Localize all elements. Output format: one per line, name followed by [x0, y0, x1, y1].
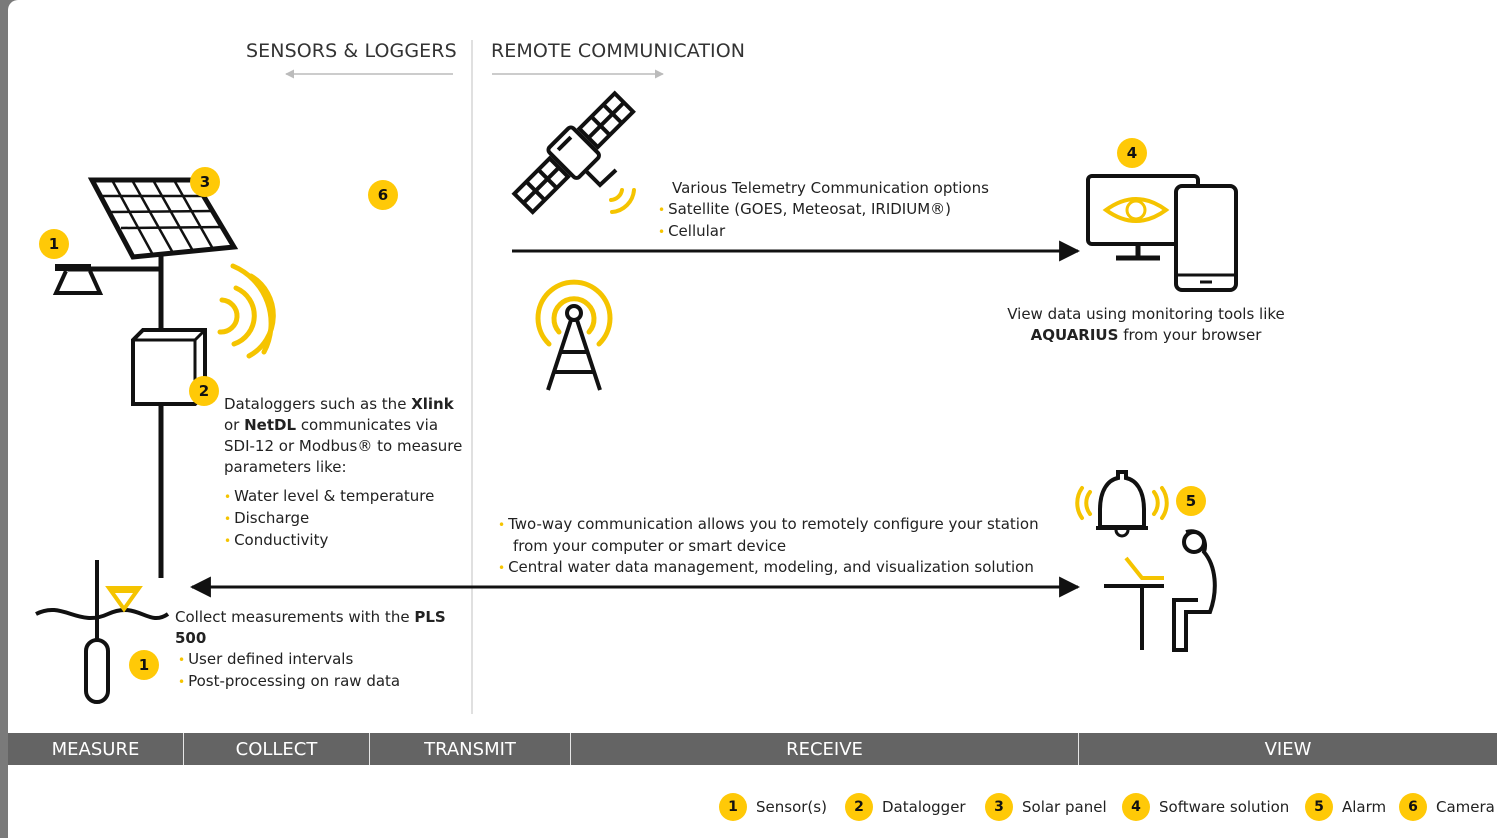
- stage-collect: COLLECT: [184, 733, 370, 765]
- badge-solar-panel: 3: [190, 167, 220, 197]
- solar-panel-icon: [87, 177, 239, 270]
- satellite-signal-icon: [609, 188, 636, 214]
- view-description: View data using monitoring tools like AQ…: [1007, 305, 1285, 344]
- badge-software: 4: [1117, 138, 1147, 168]
- cell-tower-icon: [535, 279, 613, 391]
- badge-camera: 6: [368, 180, 398, 210]
- person-at-desk-icon: [1104, 529, 1217, 652]
- badge-alarm: 5: [1176, 486, 1206, 516]
- badge-sensor-bottom: 1: [129, 650, 159, 680]
- badge-datalogger: 2: [189, 376, 219, 406]
- wireless-signal-icon: [217, 263, 276, 359]
- stage-bar: MEASURE COLLECT TRANSMIT RECEIVE VIEW: [8, 733, 1497, 765]
- diagram-artwork: [35, 40, 1238, 714]
- stage-receive: RECEIVE: [571, 733, 1079, 765]
- stage-view: VIEW: [1264, 738, 1312, 760]
- header-remote-communication: REMOTE COMMUNICATION: [491, 40, 746, 62]
- datalogger-box-icon: [131, 328, 207, 406]
- stage-measure: MEASURE: [8, 733, 184, 765]
- satellite-icon: [511, 90, 636, 215]
- alarm-bell-icon: [1075, 470, 1169, 538]
- two-way-description: •Two-way communication allows you to rem…: [498, 515, 1039, 576]
- badge-sensor-top: 1: [39, 229, 69, 259]
- water-sensor-icon: [35, 560, 170, 704]
- collect-description: Collect measurements with the PLS 500 •U…: [175, 608, 446, 690]
- sensor-top-icon: [52, 264, 104, 295]
- stage-transmit: TRANSMIT: [370, 733, 571, 765]
- telemetry-description: Various Telemetry Communication options …: [658, 179, 989, 240]
- monitor-phone-icon: [1086, 174, 1238, 292]
- diagram-card: SENSORS & LOGGERS REMOTE COMMUNICATION: [8, 0, 1497, 838]
- datalogger-description: Dataloggers such as the Xlink or NetDL c…: [224, 395, 463, 549]
- header-sensors-loggers: SENSORS & LOGGERS: [246, 40, 457, 62]
